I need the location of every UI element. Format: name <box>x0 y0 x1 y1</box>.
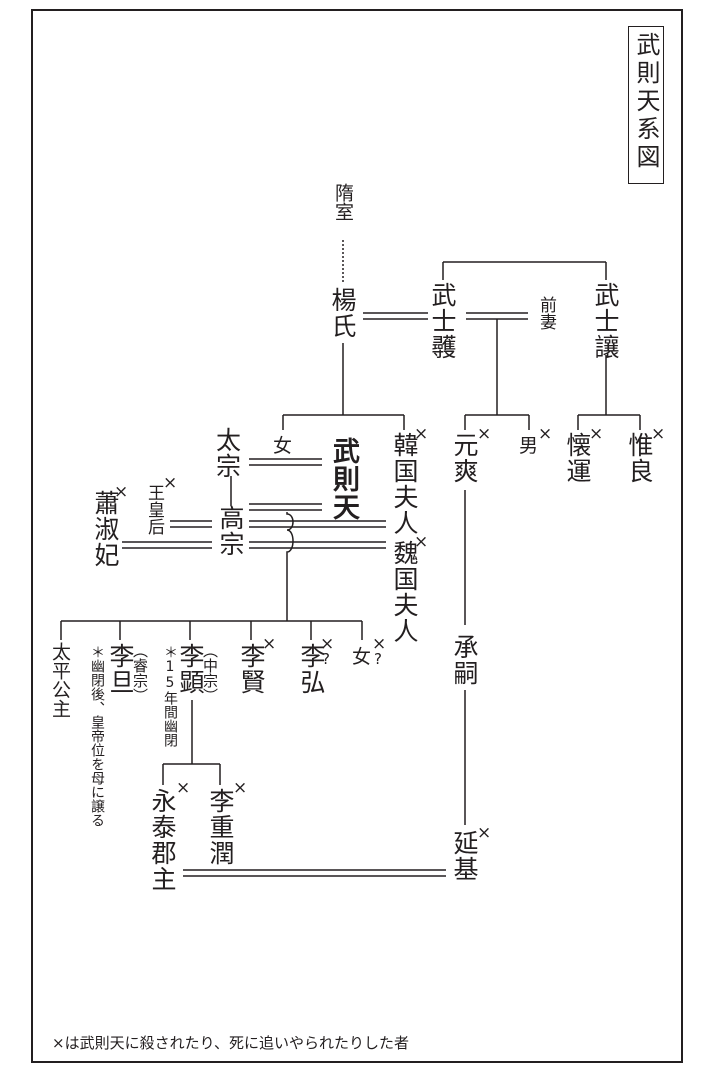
person-lihong: 李弘 <box>297 643 326 695</box>
killed-marker-hanguo: × <box>414 424 429 444</box>
killed-marker-otoko: × <box>538 424 553 444</box>
person-zhongzong-note: （中宗） <box>201 643 219 703</box>
person-shirang: 武士讓 <box>591 282 620 360</box>
person-yang: 楊氏 <box>328 287 357 339</box>
person-lixian: 李顕 <box>176 643 205 695</box>
person-gaozong: 高宗 <box>216 505 245 557</box>
footnote: ×は武則天に殺されたり、死に追いやられたりした者 <box>52 1034 409 1052</box>
person-yongtai: 永泰郡主 <box>148 788 177 892</box>
killed-marker-weiguo: × <box>414 532 429 552</box>
question-daughter: ? <box>374 650 382 668</box>
person-shiyue: 武士彠 <box>428 282 457 360</box>
person-lixian2: 李賢 <box>237 643 266 695</box>
person-xiao-shufei: 蕭淑妃 <box>91 490 120 568</box>
person-wang-huanghou: 王皇后 <box>144 484 164 535</box>
diagram-frame <box>31 9 683 1063</box>
person-lichongrun: 李重潤 <box>206 788 235 866</box>
person-hanguo: 韓国夫人 <box>390 432 419 536</box>
note-lidan: ＊幽閉後、皇帝位を母に譲る <box>89 645 105 827</box>
killed-marker-huaiyun: × <box>589 424 604 444</box>
person-sui: 隋室 <box>332 183 354 221</box>
person-nyo: 女 <box>273 435 293 457</box>
killed-marker-yuanshuang: × <box>477 424 492 444</box>
person-taizong-line2: 宗 <box>216 452 243 481</box>
note-lixian: ＊15年間幽閉 <box>162 645 178 747</box>
person-lidan: 李旦 <box>106 643 135 695</box>
killed-marker-yongtai: × <box>176 778 191 798</box>
killed-marker-weiliang: × <box>651 424 666 444</box>
person-yuanshuang: 元爽 <box>450 432 479 484</box>
title-box <box>628 26 664 184</box>
diagram-title: 武則天系図 <box>632 32 660 172</box>
killed-marker-lihong: × <box>320 634 335 654</box>
person-ruizong-note: （睿宗） <box>131 643 149 703</box>
person-former-wife: 前妻 <box>536 296 556 330</box>
person-chengsi: 承嗣 <box>450 634 479 686</box>
person-yanji: 延基 <box>450 830 479 882</box>
killed-marker-xiao: × <box>114 482 129 502</box>
descent-hop-line <box>286 512 294 621</box>
killed-marker-wang: × <box>163 473 178 493</box>
killed-marker-yanji: × <box>477 823 492 843</box>
killed-marker-lixian2: × <box>262 634 277 654</box>
person-weiguo: 魏国夫人 <box>390 540 419 644</box>
killed-marker-daughter: × <box>372 634 387 654</box>
person-weiliang: 惟良 <box>625 432 654 484</box>
question-lihong: ? <box>322 650 330 668</box>
killed-marker-lichongrun: × <box>233 778 248 798</box>
person-taizong-line1: 太 <box>216 426 243 455</box>
person-taiping: 太平公主 <box>49 642 71 718</box>
person-otoko: 男 <box>519 435 539 457</box>
person-wuzetian: 武則天 <box>328 437 359 521</box>
person-daughter: 女 <box>352 646 372 668</box>
person-huaiyun: 懐運 <box>563 432 592 484</box>
